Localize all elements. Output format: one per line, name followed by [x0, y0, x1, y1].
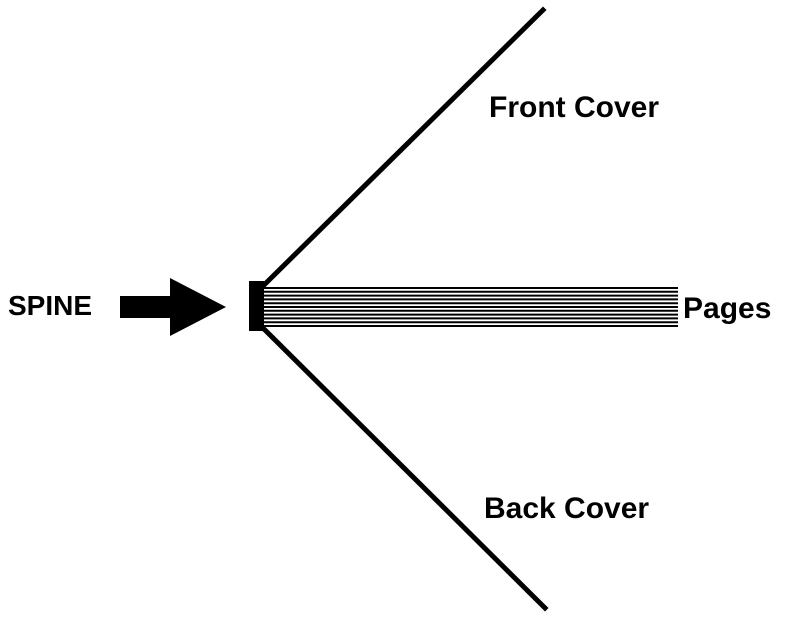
pages-label: Pages	[683, 292, 772, 325]
pages-stack	[255, 287, 678, 327]
back-cover-label: Back Cover	[484, 492, 650, 525]
arrow-right-icon	[120, 278, 226, 336]
front-cover-label: Front Cover	[489, 91, 660, 124]
front-cover-line	[260, 6, 547, 289]
back-cover-line	[260, 325, 549, 612]
spine-label: SPINE	[8, 290, 93, 321]
